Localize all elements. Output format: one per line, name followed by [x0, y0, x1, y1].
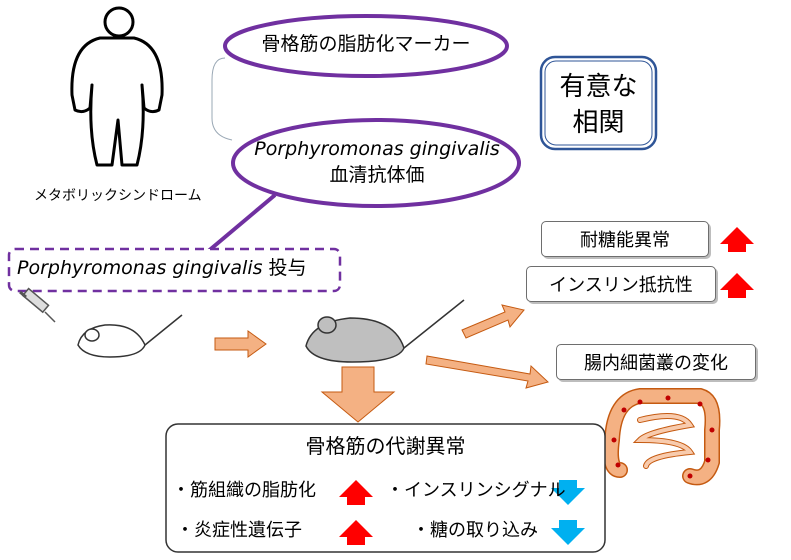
up-arrow-icon	[720, 227, 754, 252]
effect-box-glucose-intolerance: 耐糖能異常	[541, 221, 709, 257]
arrow-to-gray-mouse	[214, 330, 267, 358]
marker-ellipse	[223, 14, 509, 78]
up-arrow-icon	[339, 520, 373, 545]
down-arrow-icon	[551, 480, 585, 505]
arrow-to-microbiota	[425, 355, 549, 389]
mouse-icon-white	[77, 314, 183, 358]
effect-box-insulin-resistance: インスリン抵抗性	[526, 266, 716, 302]
syringe-icon	[19, 287, 56, 323]
administration-box-frame	[7, 247, 342, 293]
muscle-item-glucose-uptake: ・糖の取り込み	[412, 520, 538, 541]
muscle-item-insulin-signal: ・インスリンシグナル	[386, 480, 566, 501]
link-line	[204, 193, 277, 255]
administration-label: Porphyromonas gingivalis 投与	[17, 257, 307, 280]
muscle-item-inflammation: ・炎症性遺伝子	[176, 520, 302, 541]
antibody-titer-label: 血清抗体価	[329, 164, 425, 186]
up-arrow-icon	[339, 480, 373, 505]
up-arrow-icon	[720, 273, 754, 298]
effect-label: 耐糖能異常	[580, 230, 670, 251]
muscle-box-frame	[165, 423, 606, 553]
down-arrow-icon	[551, 520, 585, 545]
muscle-box-title: 骨格筋の代謝異常	[305, 434, 466, 458]
obese-person-icon	[70, 6, 164, 167]
administration-suffix: 投与	[262, 257, 307, 279]
effect-label: インスリン抵抗性	[549, 275, 693, 296]
mouse-icon-gray	[305, 299, 465, 363]
antibody-ellipse	[231, 118, 521, 208]
correlation-line2: 相関	[572, 108, 625, 138]
effect-label: 腸内細菌叢の変化	[584, 353, 728, 374]
intestine-icon	[603, 388, 721, 486]
administration-species: Porphyromonas gingivalis	[17, 257, 263, 279]
metabolic-syndrome-caption: メタボリックシンドローム	[34, 188, 202, 204]
effect-box-microbiota: 腸内細菌叢の変化	[556, 344, 756, 380]
arrow-to-insulin-resistance	[461, 304, 525, 339]
correlation-bracket	[211, 57, 233, 141]
correlation-box-frame	[539, 55, 658, 151]
arrow-down-to-muscle	[320, 366, 396, 423]
correlation-line1: 有意な	[559, 72, 638, 102]
muscle-item-fat: ・筋組織の脂肪化	[172, 480, 316, 501]
marker-label: 骨格筋の脂肪化マーカー	[261, 33, 471, 55]
antibody-species-label: Porphyromonas gingivalis	[254, 138, 500, 160]
